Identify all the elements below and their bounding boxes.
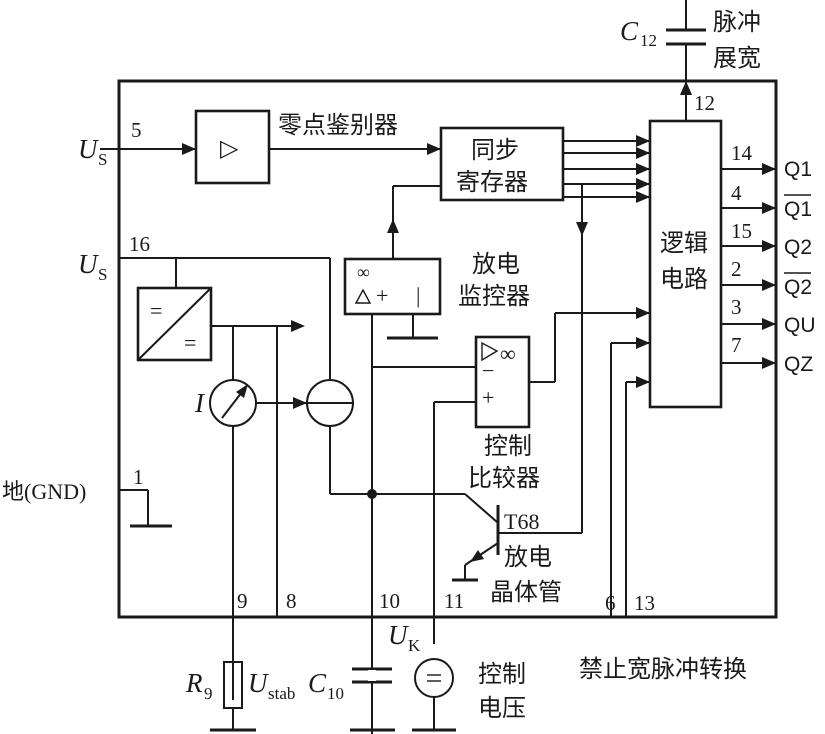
pin12-arrow	[680, 81, 692, 95]
control-voltage-label-1: 控制	[478, 660, 526, 688]
comparator-plus: +	[482, 385, 494, 410]
buffer-symbol: ▷	[220, 134, 239, 162]
output-q2-bar: Q2	[784, 276, 812, 299]
output-q1-bar: Q1	[784, 198, 812, 221]
us-mid-label: U	[78, 249, 99, 279]
monitor-bar: |	[416, 283, 420, 308]
c12-sub: 12	[640, 31, 657, 50]
control-comparator-box	[474, 335, 531, 429]
comparator-minus: −	[482, 358, 494, 383]
us-top-sub: S	[98, 150, 107, 169]
ic-outline	[117, 79, 778, 619]
sync-to-logic-wires	[563, 135, 650, 236]
ustab-sub: stab	[268, 684, 295, 703]
pin-7: 7	[731, 333, 742, 357]
control-voltage-label-2: 电压	[478, 694, 526, 722]
pin-13: 13	[634, 591, 655, 615]
discharge-monitor-label-1: 放电	[472, 250, 520, 278]
r9-label: R	[185, 668, 203, 698]
converter-equals-1: =	[150, 298, 162, 323]
pin-3: 3	[731, 295, 742, 319]
us-top-label: U	[78, 134, 99, 164]
monitor-plus: +	[376, 283, 388, 308]
pin-16: 16	[129, 232, 150, 256]
logic-label-1: 逻辑	[660, 229, 708, 257]
pulse-widen-label-2: 展宽	[713, 44, 761, 72]
output-qu: QU	[784, 314, 816, 337]
discharge-transistor-label-2: 晶体管	[490, 578, 562, 606]
zero-detector-box	[194, 109, 271, 185]
output-qz: QZ	[784, 353, 813, 376]
pin-1: 1	[133, 465, 144, 489]
discharge-transistor-label-1: 放电	[504, 543, 552, 571]
sync-register-label-2: 寄存器	[456, 168, 528, 196]
pin-5: 5	[131, 118, 142, 142]
c10-sub: 10	[327, 684, 344, 703]
discharge-monitor-label-2: 监控器	[458, 282, 530, 310]
us-mid-sub: S	[98, 265, 107, 284]
c12-label: C	[620, 16, 639, 46]
pin-4: 4	[731, 181, 742, 205]
r9-sub: 9	[204, 684, 213, 703]
pin-11: 11	[444, 589, 464, 613]
t68-transistor	[452, 236, 583, 582]
pin-15: 15	[731, 219, 752, 243]
uk-label: U	[388, 620, 409, 650]
logic-circuit-box	[648, 119, 723, 409]
sync-register-label-1: 同步	[471, 136, 519, 164]
pin-9: 9	[237, 589, 248, 613]
gnd-label: 地(GND)	[2, 479, 86, 504]
sync-register-box	[439, 126, 565, 202]
c10-label: C	[308, 668, 327, 698]
current-i-label: I	[194, 388, 206, 418]
pin-10: 10	[379, 589, 400, 613]
comparator-infinity: ∞	[500, 341, 516, 366]
zero-detector-label: 零点鉴别器	[278, 111, 398, 139]
c12-capacitor	[666, 0, 706, 121]
caption: 禁止宽脉冲转换	[579, 655, 747, 683]
pin-12: 12	[694, 91, 715, 115]
converter-equals-2: =	[184, 330, 196, 355]
converter-diagonal	[137, 287, 212, 361]
monitor-infinity-1: ∞	[357, 262, 370, 282]
pulse-widen-label-1: 脉冲	[713, 8, 761, 36]
pin-8: 8	[286, 589, 297, 613]
uk-voltage-source	[414, 658, 454, 698]
ustab-label: U	[248, 668, 269, 698]
logic-outputs	[721, 163, 776, 369]
output-q1: Q1	[784, 158, 812, 181]
output-q2: Q2	[784, 236, 812, 259]
uk-sub: K	[408, 636, 421, 655]
monitor-triangle	[354, 288, 372, 304]
control-comparator-label-1: 控制	[484, 432, 532, 460]
comparator-triangle	[481, 341, 499, 362]
pin-6: 6	[605, 591, 616, 615]
control-comparator-label-2: 比较器	[468, 464, 540, 492]
logic-label-2: 电路	[660, 265, 708, 293]
pin-14: 14	[731, 141, 753, 165]
t68-label: T68	[504, 509, 539, 534]
pin-2: 2	[731, 257, 742, 281]
